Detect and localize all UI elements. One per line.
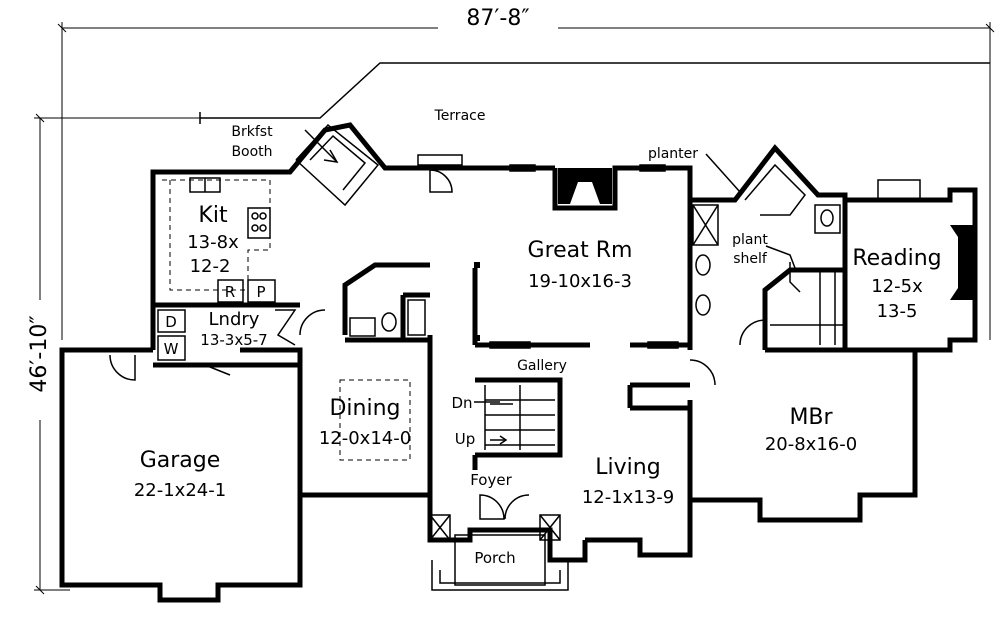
fireplaces: [558, 168, 975, 300]
washer-label: W: [164, 340, 179, 358]
dimension-lines: [34, 22, 995, 595]
great-rm-label: Great Rm: [528, 238, 633, 263]
kit-dim-1: 13-8x: [187, 232, 239, 253]
kit-dim-2: 12-2: [190, 256, 231, 277]
gallery-label: Gallery: [517, 358, 567, 374]
stair-down-label: Dn: [451, 394, 472, 412]
reading-dim-1: 12-5x: [871, 276, 923, 297]
plant-shelf-label-1: plant: [732, 232, 768, 248]
range-label: R: [225, 283, 235, 301]
reading-label: Reading: [852, 246, 941, 271]
gallery-pillars: [474, 262, 480, 341]
dining-table: [339, 379, 411, 461]
planter-label: planter: [648, 146, 698, 162]
living-dim: 12-1x13-9: [582, 487, 674, 508]
kitchen-fixtures: [162, 177, 276, 303]
dryer-label: D: [165, 313, 177, 331]
laundry-fixtures: [157, 309, 297, 376]
lndry-label: Lndry: [209, 309, 260, 330]
brkfst-booth: [295, 123, 380, 207]
porch-label: Porch: [474, 549, 515, 567]
kit-label: Kit: [198, 203, 228, 228]
powder-fixtures: [349, 299, 426, 337]
interior-walls: [342, 200, 845, 470]
labels: Terrace Brkfst Booth planter Kit 13-8x 1…: [134, 108, 942, 567]
mbr-label: MBr: [789, 405, 833, 430]
living-label: Living: [595, 455, 660, 480]
overall-width-label: 87′-8″: [466, 6, 529, 31]
garage-label: Garage: [140, 448, 221, 473]
stair: [484, 385, 555, 450]
plant-shelf-label-2: shelf: [733, 251, 768, 267]
openings: [109, 154, 921, 520]
porch-steps: [429, 514, 569, 591]
great-rm-dim: 19-10x16-3: [528, 271, 632, 292]
lndry-dim: 13-3x5-7: [200, 331, 267, 349]
pointer-lines: [474, 153, 796, 403]
brkfst-label-1: Brkfst: [231, 124, 273, 140]
pantry-label: P: [256, 283, 265, 301]
dining-dim: 12-0x14-0: [319, 428, 411, 449]
dining-label: Dining: [329, 396, 400, 421]
stair-up-label: Up: [455, 430, 476, 448]
bath-fixtures: [692, 163, 845, 345]
overall-depth-label: 46′-10″: [27, 315, 52, 392]
mbr-dim: 20-8x16-0: [765, 434, 857, 455]
garage-dim: 22-1x24-1: [134, 480, 226, 501]
terrace-label: Terrace: [434, 108, 486, 124]
reading-dim-2: 13-5: [877, 301, 918, 322]
brkfst-label-2: Booth: [231, 144, 272, 160]
foyer-label: Foyer: [470, 471, 512, 489]
terrace-outline: [199, 62, 990, 124]
